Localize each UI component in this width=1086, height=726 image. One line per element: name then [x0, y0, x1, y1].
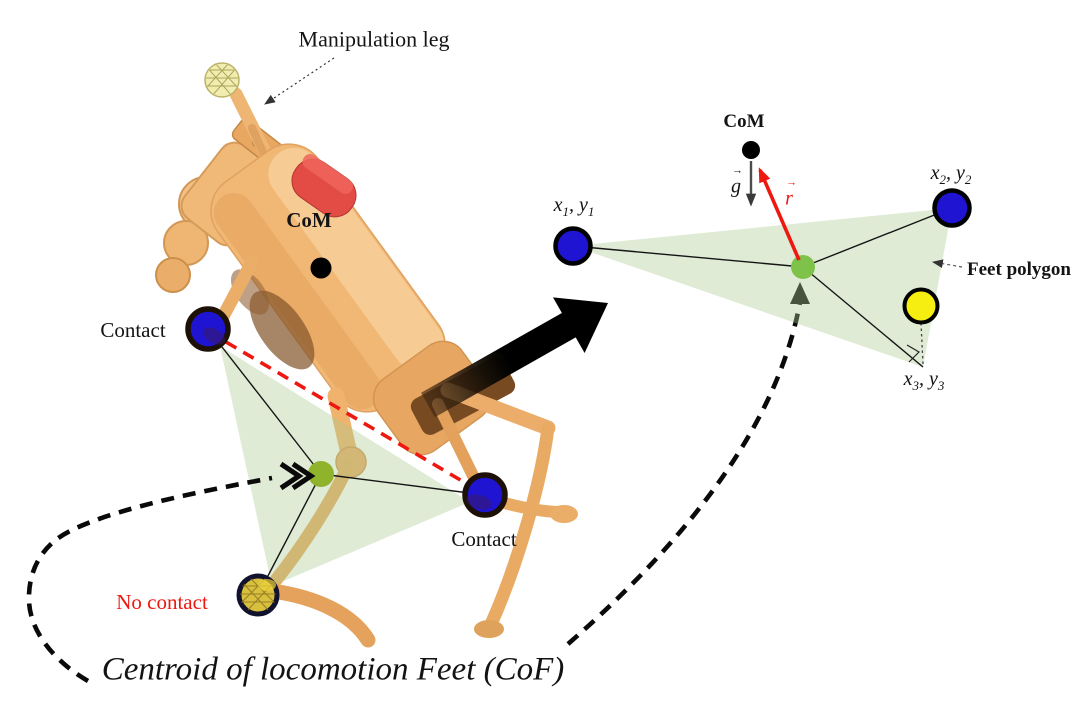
no-contact-foot-marker: [236, 573, 280, 617]
right-feet-polygon: [573, 208, 952, 367]
no-contact-label: No contact: [116, 589, 208, 614]
contact-foot-right-marker: [462, 472, 508, 518]
mesh-ball-end-effector: [204, 62, 240, 98]
foot1-coords-label: x1, y1: [553, 194, 595, 220]
g-vector-arrow-glyph: →: [732, 164, 743, 177]
swing-foot-projection-line: [920, 322, 924, 365]
contact-right-label: Contact: [451, 526, 517, 551]
cof-caption: Centroid of locomotion Feet (CoF): [101, 651, 565, 688]
contact-left-label: Contact: [100, 317, 166, 342]
foot1-marker: [553, 226, 593, 266]
feet-polygon-pointer: [931, 259, 963, 269]
r-vector-arrow-glyph: →: [786, 176, 797, 189]
gravity-vector-label: →g: [731, 164, 743, 198]
cof-pointer-right: [566, 282, 810, 646]
diagram-com-dot: [742, 141, 760, 159]
foot2-marker: [932, 188, 972, 228]
foot3-swing-marker: [902, 287, 940, 325]
foot2-coords-label: x2, y2: [930, 162, 972, 188]
left-feet-polygon: [220, 346, 470, 586]
robot-com-dot: [310, 257, 332, 279]
left-centroid-spokes: [207, 328, 486, 596]
r-vector-arrow: [758, 167, 801, 261]
contact-foot-left-marker: [185, 306, 231, 352]
r-vector-label: →r: [785, 176, 797, 210]
contact-line-red-dashed: [225, 340, 475, 490]
right-angle-mark: [906, 344, 920, 363]
feet-polygon-label: Feet polygon: [967, 259, 1071, 281]
robot-folded-shin: [264, 583, 376, 648]
diagram-com-label: CoM: [723, 111, 765, 133]
cof-dot-left: [308, 461, 334, 487]
robot-red-canister: [291, 153, 357, 218]
zoom-arrow: [421, 297, 608, 418]
right-centroid-spokes: [572, 207, 953, 368]
manipulation-leg-pointer: [264, 57, 335, 105]
cof-pointer-left: [26, 461, 316, 683]
cof-dot-right: [791, 255, 815, 279]
foot3-coords-label: x3, y3: [903, 368, 945, 394]
manipulation-leg-label: Manipulation leg: [298, 26, 450, 52]
robot-com-label: CoM: [286, 207, 332, 232]
